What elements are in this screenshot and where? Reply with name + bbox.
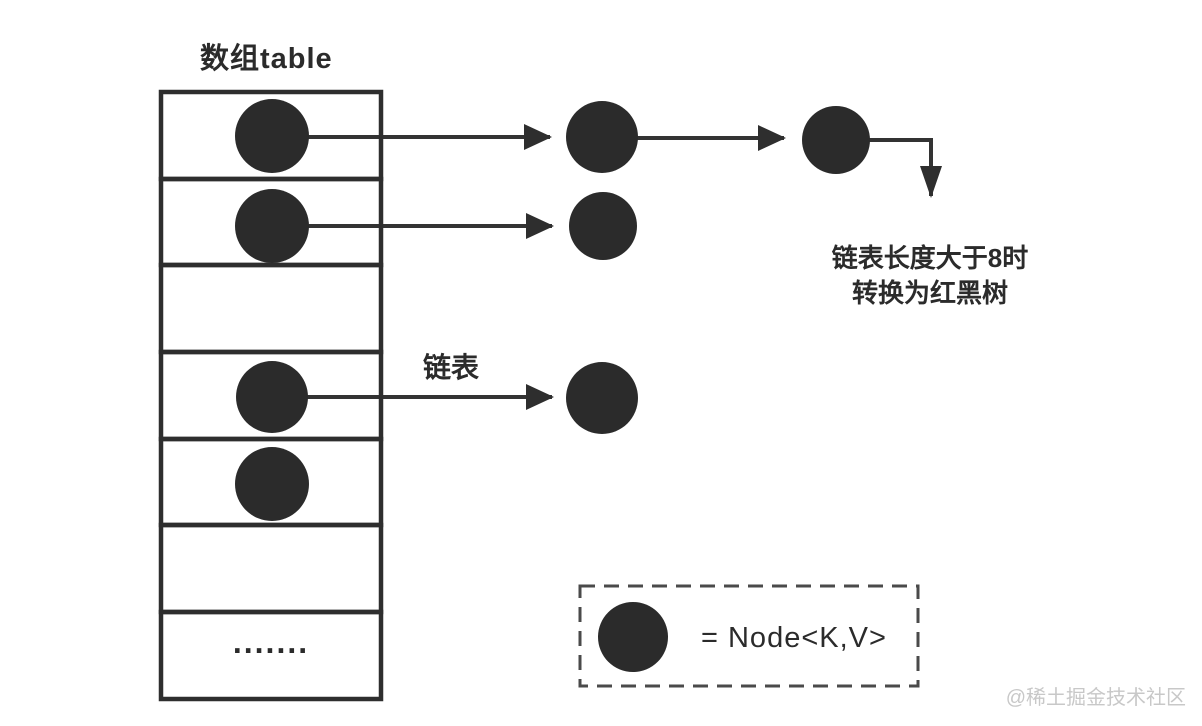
array-cell-2 (158, 262, 384, 355)
list-node-circle-2a (569, 192, 637, 260)
annotation-line-2: 转换为红黑树 (851, 278, 1008, 308)
array-table-title: 数组table (200, 43, 333, 75)
array-ellipsis: ....... (232, 624, 310, 660)
list-node-circle-1b (802, 106, 870, 174)
watermark: @稀土掘金技术社区 (1005, 687, 1186, 709)
list-node-circle-4a (566, 362, 638, 434)
bucket-node-circle-row5 (235, 447, 309, 521)
annotation-line-1: 链表长度大于8时 (831, 243, 1029, 273)
red-black-tree-annotation: 链表长度大于8时 转换为红黑树 (788, 241, 1072, 311)
legend-box (578, 584, 920, 688)
bucket-node-circle-row2 (235, 189, 309, 263)
legend-node-circle (598, 602, 668, 672)
array-cell-6 (158, 609, 384, 702)
legend-label: = Node<K,V> (701, 622, 887, 654)
linked-list-label: 链表 (423, 352, 480, 383)
array-table-grid (158, 89, 384, 702)
bucket-node-circle-row4 (236, 361, 308, 433)
to-red-black-tree-arrow (866, 138, 942, 198)
list-node-circle-1a (566, 101, 638, 173)
bucket-node-circle-row1 (235, 99, 309, 173)
array-cell-5 (158, 522, 384, 615)
